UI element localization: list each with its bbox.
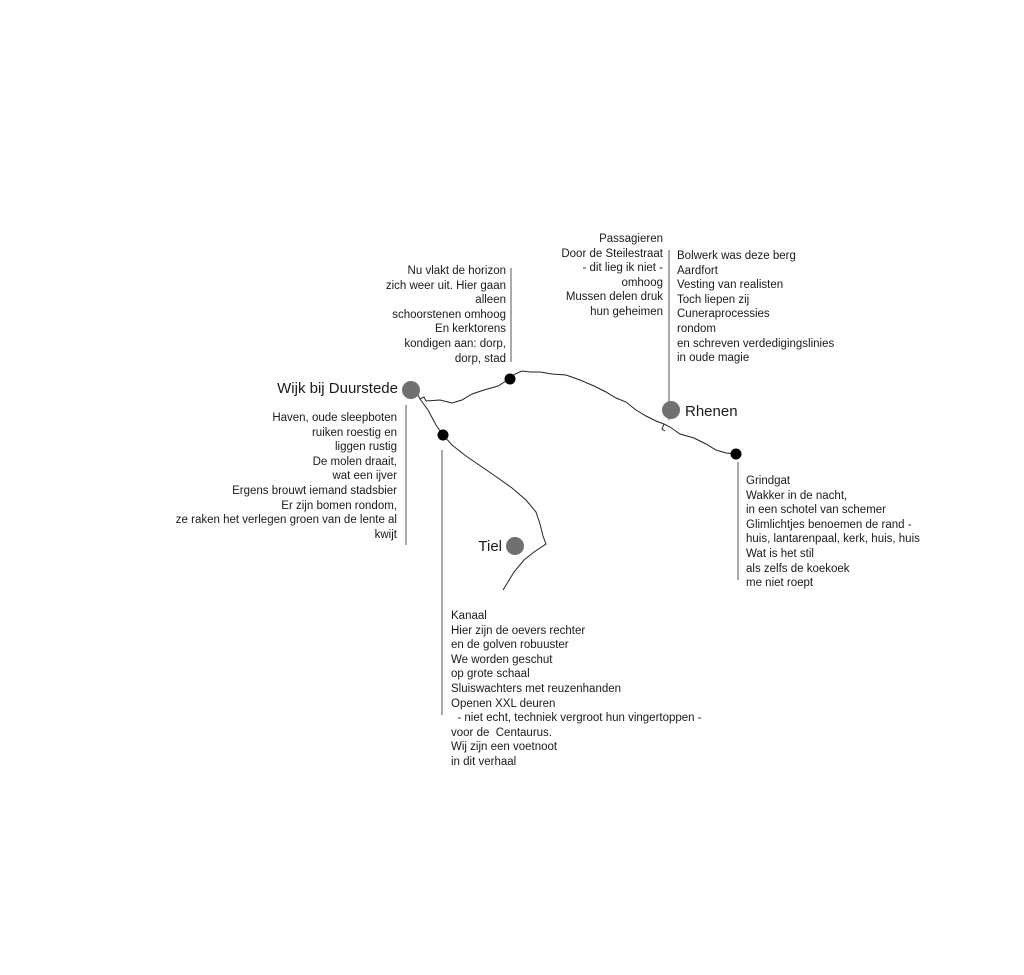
poem-line: Passagieren [599,233,663,245]
poem-line: in oude magie [677,352,750,365]
poem-line: - niet echt, techniek vergroot hun vinge… [451,712,702,725]
poem-horizon: Nu vlakt de horizon zich weer uit. Hier g… [386,264,506,366]
poem-line: Vesting van realisten [677,279,784,292]
poem-line: in een schotel van schemer [746,504,886,517]
poem-haven: Haven, oude sleepboten ruiken roestig en l… [176,411,397,542]
poem-line: Toch liepen zij [677,293,750,306]
poem-line: schoorstenen omhoog [392,308,506,321]
city-label-tiel: Tiel [478,538,502,555]
poem-line: omhoog [621,276,663,289]
poem-line: Aardfort [677,264,718,277]
poem-line: - dit lieg ik niet - [582,262,663,275]
poem-line: Bolwerk was deze berg [677,250,796,262]
poem-line: Door de Steilestraat [561,247,663,260]
poem-line: We worden geschut [451,653,553,666]
poem-line: Sluiswachters met reuzenhanden [451,682,622,695]
poem-line: Grindgat [746,475,791,487]
poem-line: voor de Centaurus. [451,726,553,739]
poem-line: De molen draait, [312,455,397,468]
stop-marker-horizon[interactable] [504,373,516,385]
poem-line: Haven, oude sleepboten [272,412,397,424]
poem-line: Hier zijn de oevers rechter [451,624,586,637]
poem-line: rondom [677,322,716,335]
stop-marker-grindgat[interactable] [730,448,742,460]
poem-line: wat een ijver [332,470,397,483]
poem-line: en schreven verdedigingslinies [677,337,835,350]
route-line [410,370,737,455]
city-label-wijk: Wijk bij Duurstede [277,380,398,397]
poem-line: Kanaal [451,610,487,622]
poem-line: ze raken het verlegen groen van de lente… [175,514,397,527]
poem-line: op grote schaal [451,668,530,681]
poem-line: hun geheimen [590,305,663,318]
poem-line: En kerktorens [435,323,506,336]
city-marker-rhenen[interactable] [662,401,680,419]
poem-line: Wakker in de nacht, [746,489,848,502]
route-hook [661,423,666,432]
poem-line: Ergens brouwt iemand stadsbier [232,484,397,497]
poem-line: Cuneraprocessies [677,308,770,321]
poem-line: liggen rustig [334,441,397,454]
city-marker-wijk[interactable] [402,381,420,399]
poem-line: me niet roept [746,577,814,590]
poem-line: kwijt [374,528,397,541]
poem-line: Wat is het stil [746,547,814,560]
poem-line: zich weer uit. Hier gaan [385,279,506,292]
poem-line: huis, lantarenpaal, kerk, huis, huis [746,533,920,546]
poem-line: Wij zijn een voetnoot [451,741,558,754]
poem-line: als zelfs de koekoek [746,562,850,575]
poem-line: kondigen aan: dorp, [404,337,506,350]
city-marker-tiel[interactable] [506,537,524,555]
stop-marker-kanaal[interactable] [437,429,449,441]
poem-line: ruiken roestig en [311,426,397,439]
poem-line: Openen XXL deuren [451,697,556,710]
poem-line: Er zijn bomen rondom, [281,499,397,512]
poem-line: Mussen delen druk [565,291,663,304]
city-label-rhenen: Rhenen [685,403,738,420]
poem-line: Glimlichtjes benoemen de rand - [746,518,912,531]
poem-line: alleen [475,294,506,307]
route-branch-tiel [419,398,547,591]
poem-line: in dit verhaal [451,755,517,768]
poem-line: en de golven robuuster [451,639,569,652]
poem-line: Nu vlakt de horizon [407,265,506,277]
poem-line: dorp, stad [454,352,506,365]
